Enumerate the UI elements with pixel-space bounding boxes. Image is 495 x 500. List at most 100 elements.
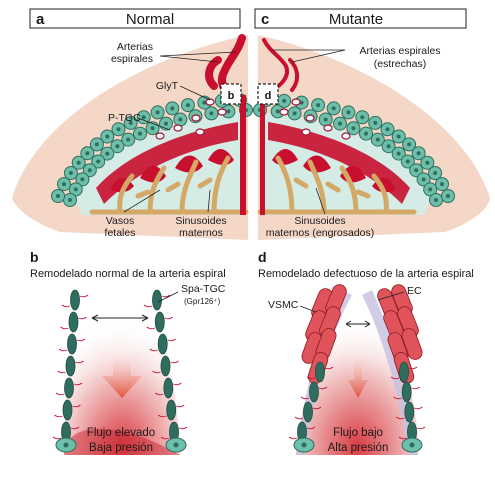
trophoblast-cell-nucleus — [105, 134, 110, 139]
spa-tgc-cell-fringe — [157, 404, 185, 418]
trophoblast-cell-nucleus — [126, 137, 131, 142]
fetal-vessels-left — [89, 155, 249, 215]
vsmc-cell — [401, 328, 423, 360]
trophoblast-cell-nucleus — [226, 109, 231, 114]
trophoblast-cell-nucleus — [351, 126, 356, 131]
flow-label-normal-2: Baja presión — [89, 442, 153, 454]
spa-tgc-cell — [160, 355, 171, 377]
trophoblast-cell-nucleus — [150, 126, 155, 131]
spa-tgc-chain-left — [52, 289, 89, 453]
label-maternal-sinusoids-2: maternos — [179, 227, 223, 239]
basal-cell-nucleus — [301, 442, 307, 448]
trophoblast-cell-nucleus — [433, 171, 438, 175]
glycogen-cells — [155, 98, 351, 140]
spa-tgc-cell-fringe — [146, 316, 174, 330]
trophoblast-cell-nucleus — [323, 117, 328, 122]
trophoblast-cell-fringe — [390, 366, 418, 380]
placenta-diagram: b d — [12, 30, 490, 242]
spa-tgc-cell — [68, 311, 79, 333]
panel-a-letter: a — [36, 11, 45, 28]
trophoblast-cell-nucleus — [56, 194, 60, 198]
trophoblast-cell-fringe — [294, 406, 322, 420]
spa-tgc-cell-fringe — [55, 382, 83, 396]
trophoblast-cell-nucleus — [428, 187, 433, 192]
width-arrow-normal — [91, 314, 149, 322]
width-arrow-defective — [345, 320, 371, 328]
trophoblast-cell-nucleus — [421, 177, 426, 182]
trophoblast-cell-nucleus — [434, 198, 438, 202]
trophoblast-cell-fringe — [393, 386, 420, 400]
trophoblast-cell-nucleus — [115, 144, 120, 149]
trophoblast-cell-nucleus — [94, 142, 99, 147]
panel-d-title: Remodelado defectuoso de la arteria espi… — [258, 268, 474, 280]
trophoblast-cell — [404, 401, 415, 423]
trophoblast-cell-nucleus — [87, 168, 92, 173]
trophoblast-cell-nucleus — [170, 106, 175, 111]
trophoblast-cell-fringe — [396, 406, 423, 420]
trophoblast-cell-nucleus — [62, 182, 66, 187]
label-c-maternal-sinusoids-1: Sinusoides — [294, 215, 345, 227]
label-c-spiral-arteries-2: (estrechas) — [374, 58, 427, 70]
inset-b-label: b — [228, 90, 235, 102]
trophoblast-chain-right-defective — [390, 361, 426, 453]
trophoblast-cell-nucleus — [155, 110, 160, 115]
trophoblast-cell-nucleus — [209, 111, 214, 116]
central-canal-left — [240, 95, 246, 215]
trophoblast-cell-nucleus — [425, 160, 430, 165]
label-c-spiral-arteries-1: Arterias espirales — [359, 45, 440, 57]
spa-tgc-cell-fringe — [58, 338, 86, 352]
trophoblast-cell-nucleus — [440, 182, 444, 187]
spa-tgc-cell — [152, 289, 162, 311]
trophoblast-cell-nucleus — [68, 171, 73, 175]
trophoblast-cell-nucleus — [76, 160, 81, 165]
label-ptgc: P-TGC — [108, 112, 141, 124]
spa-tgc-cell-fringe — [60, 316, 87, 330]
label-maternal-sinusoids-1: Sinusoides — [175, 215, 226, 227]
trophoblast-cell-fringe — [300, 386, 328, 400]
spa-tgc-cell — [157, 333, 168, 355]
label-spa-tgc: Spa-TGC — [181, 283, 226, 295]
trophoblast-cell — [303, 401, 313, 423]
central-canal-right — [260, 95, 265, 215]
trophoblast-chain-left-defective — [288, 361, 334, 453]
label-glyt: GlyT — [156, 80, 179, 92]
flow-label-defective-1: Flujo bajo — [333, 427, 383, 439]
header-box-c — [254, 8, 467, 29]
trophoblast-cell-nucleus — [80, 177, 85, 182]
flow-label-normal-1: Flujo elevado — [87, 427, 155, 439]
trophoblast-cell-nucleus — [292, 111, 297, 116]
trophoblast-cell-nucleus — [85, 151, 90, 156]
trophoblast-cell-nucleus — [96, 159, 101, 164]
spa-tgc-cell — [64, 377, 74, 399]
label-spiral-arteries-1: Arterias — [117, 41, 153, 53]
trophoblast-cells-left — [51, 93, 253, 207]
spa-tgc-cell — [154, 311, 165, 333]
trophoblast-cell-fringe — [288, 426, 316, 440]
label-spiral-arteries-2: espirales — [111, 53, 153, 65]
flow-arrow-normal — [102, 350, 142, 398]
trophoblast-cell — [309, 381, 319, 403]
label-fetal-vessels-2: fetales — [105, 227, 136, 239]
trophoblast-cell-nucleus — [128, 120, 133, 125]
panel-a-title: Normal — [126, 11, 174, 28]
trophoblast-cell-nucleus — [338, 121, 342, 126]
trophoblast-cell-fringe — [398, 426, 426, 440]
inset-d-label: d — [265, 90, 272, 102]
trophoblast-cell-nucleus — [446, 194, 450, 198]
trophoblast-cell-nucleus — [299, 100, 304, 105]
trophoblast-cell-nucleus — [396, 134, 401, 139]
remodeled-artery-defective — [288, 284, 426, 455]
spa-tgc-cell — [62, 399, 73, 421]
spa-tgc-cell — [166, 399, 177, 421]
maternal-sinusoids-right — [268, 122, 410, 204]
flow-arrow-defective — [348, 350, 368, 398]
spa-tgc-cell-fringe — [149, 338, 176, 352]
trophoblast-cell-fringe — [306, 366, 334, 380]
spa-tgc-cell-fringe — [155, 382, 182, 396]
trophoblast-cell-nucleus — [416, 151, 421, 156]
spa-tgc-cell-fringe — [61, 294, 89, 308]
spa-tgc-cell — [70, 289, 80, 311]
trophoblast-cell-nucleus — [386, 144, 391, 149]
remodeled-artery-normal — [52, 289, 188, 455]
trophoblast-cell-nucleus — [414, 168, 419, 173]
